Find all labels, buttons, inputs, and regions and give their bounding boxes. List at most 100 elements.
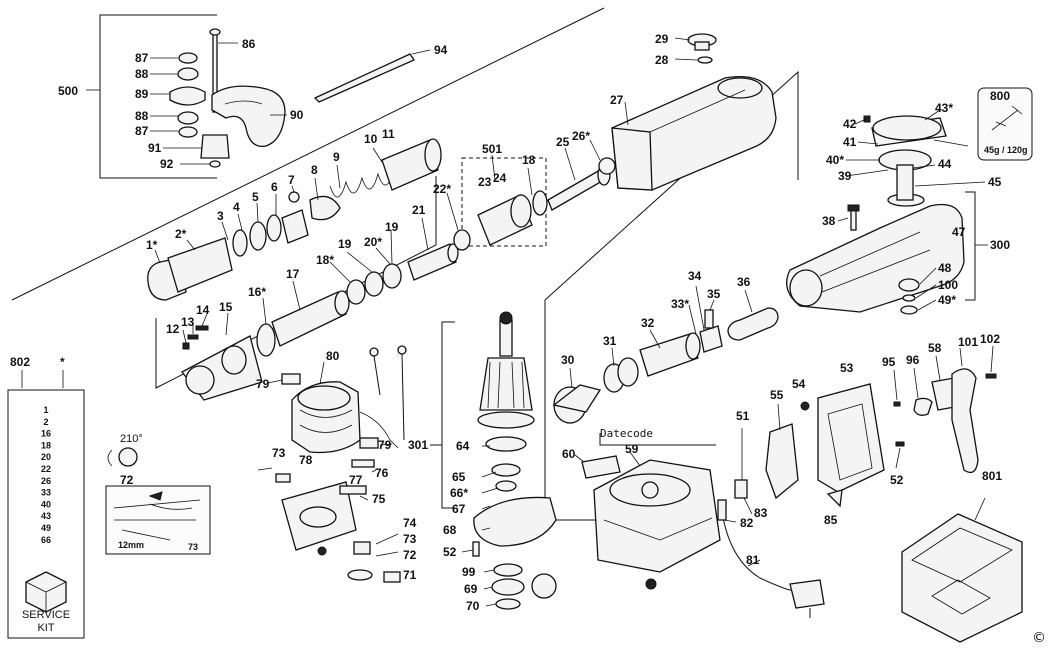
label-87-b: 87	[135, 124, 149, 138]
label-101: 101	[958, 335, 978, 349]
label-30: 30	[561, 353, 575, 367]
label-79-b: 79	[378, 438, 392, 452]
part-301-armature	[430, 311, 557, 610]
label-18: 18	[522, 153, 536, 167]
kit-item: 49	[41, 523, 51, 533]
service-kit-label-line1: SERVICE	[22, 609, 70, 621]
label-88-b: 88	[135, 109, 149, 123]
kit-item: 18	[41, 440, 51, 450]
label-31: 31	[603, 334, 617, 348]
kit-item: 43	[41, 511, 51, 521]
label-95: 95	[882, 355, 896, 369]
label-29: 29	[655, 32, 669, 46]
label-2: 2*	[175, 227, 187, 241]
label-36: 36	[737, 275, 751, 289]
label-21: 21	[412, 203, 426, 217]
label-52: 52	[443, 545, 457, 559]
label-19: 19	[385, 220, 399, 234]
label-6: 6	[271, 180, 278, 194]
label-100: 100	[938, 278, 958, 292]
switch-cable-parts	[717, 345, 1023, 643]
kit-item: 22	[41, 464, 51, 474]
label-58: 58	[928, 341, 942, 355]
label-69: 69	[464, 582, 478, 596]
label-90: 90	[290, 108, 304, 122]
label-91: 91	[148, 141, 162, 155]
label-17: 17	[286, 267, 300, 281]
label-72: 72	[120, 473, 134, 487]
label-501: 501	[482, 142, 502, 156]
kit-item: 1	[43, 405, 48, 415]
measurement-label: 12mm	[118, 540, 144, 550]
label-86: 86	[242, 37, 256, 51]
label-10: 10	[364, 132, 378, 146]
label-801: 801	[982, 469, 1002, 483]
label-19-b: 19	[338, 237, 352, 251]
label-1: 1*	[146, 238, 158, 252]
label-44: 44	[938, 157, 952, 171]
label-51: 51	[736, 409, 750, 423]
label-48: 48	[938, 261, 952, 275]
label-76: 76	[375, 466, 389, 480]
group-300	[786, 87, 1033, 315]
label-45: 45	[988, 175, 1002, 189]
service-kit-label-line2: KIT	[37, 622, 54, 634]
label-5: 5	[252, 190, 259, 204]
kit-item: 16	[41, 429, 51, 439]
label-41: 41	[843, 135, 857, 149]
part-labels: 500 86 87 88 89 88 87 90 91 92 94 29 28 …	[10, 32, 1046, 646]
label-43: 43*	[935, 101, 953, 115]
label-92: 92	[160, 157, 174, 171]
label-24: 24	[493, 171, 507, 185]
label-38: 38	[822, 214, 836, 228]
kit-item: 33	[41, 488, 51, 498]
label-74: 74	[403, 516, 417, 530]
label-25: 25	[556, 135, 570, 149]
label-33: 33*	[671, 297, 689, 311]
label-82: 82	[740, 516, 754, 530]
label-7: 7	[288, 173, 295, 187]
label-66: 66*	[450, 486, 468, 500]
label-71: 71	[403, 568, 417, 582]
label-32: 32	[641, 316, 655, 330]
label-14: 14	[196, 303, 210, 317]
label-73-c: 73	[403, 532, 417, 546]
label-87: 87	[135, 51, 149, 65]
label-54: 54	[792, 377, 806, 391]
label-55: 55	[770, 388, 784, 402]
label-42: 42	[843, 117, 857, 131]
label-34: 34	[688, 269, 702, 283]
label-52-b: 52	[890, 473, 904, 487]
kit-list-title: 802	[10, 355, 30, 369]
label-94: 94	[434, 43, 448, 57]
section-dividers	[11, 7, 799, 521]
label-77: 77	[349, 473, 363, 487]
label-81: 81	[746, 553, 760, 567]
label-9: 9	[333, 150, 340, 164]
part-94-chisel	[313, 49, 431, 103]
kit-list-star: *	[60, 355, 65, 369]
copyright-mark: ©	[1032, 630, 1046, 646]
label-47: 47	[952, 225, 966, 239]
label-96: 96	[906, 353, 920, 367]
service-kit-list	[7, 370, 85, 639]
label-22: 22*	[433, 182, 451, 196]
part-27-housing	[611, 33, 777, 191]
label-800: 800	[990, 89, 1010, 103]
label-12: 12	[166, 322, 180, 336]
kit-item: 26	[41, 476, 51, 486]
label-20: 20*	[364, 235, 382, 249]
label-27: 27	[610, 93, 624, 107]
label-26: 26*	[572, 129, 590, 143]
label-79: 79	[256, 377, 270, 391]
label-70: 70	[466, 599, 480, 613]
label-65: 65	[452, 470, 466, 484]
upper-row-parts	[147, 138, 616, 301]
label-8: 8	[311, 163, 318, 177]
label-64: 64	[456, 439, 470, 453]
label-75: 75	[372, 492, 386, 506]
label-35: 35	[707, 287, 721, 301]
kit-item: 40	[41, 499, 51, 509]
